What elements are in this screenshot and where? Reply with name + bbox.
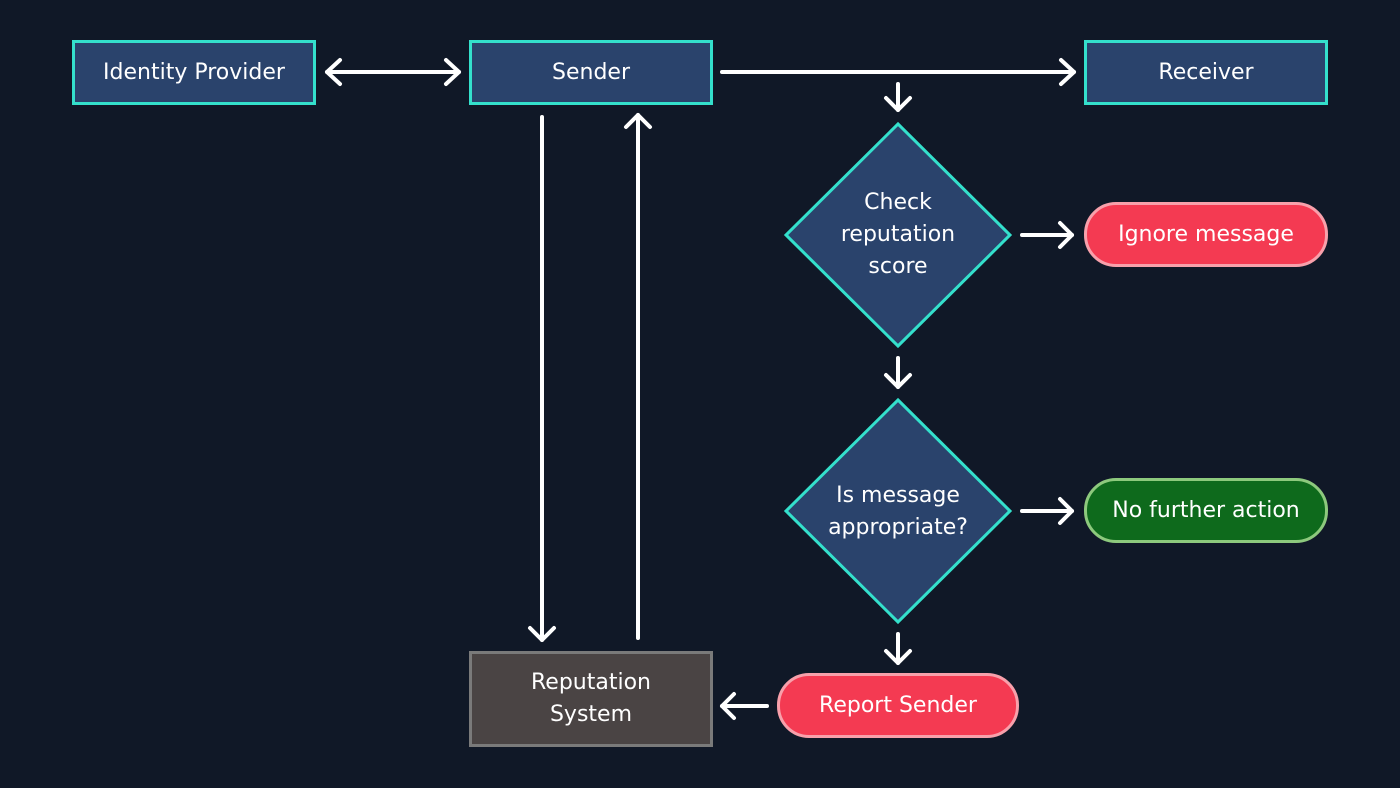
arrow-check-to-ignore xyxy=(1020,221,1074,249)
arrow-reputation-to-sender xyxy=(624,113,652,640)
reputation-system-label: Reputation System xyxy=(531,670,651,727)
is-appropriate-label: Is message appropriate? xyxy=(828,483,968,540)
reputation-system-node[interactable]: Reputation System xyxy=(469,651,713,747)
is-appropriate-diamond xyxy=(783,397,1013,625)
no-further-action-node[interactable]: No further action xyxy=(1084,478,1328,543)
receiver-label: Receiver xyxy=(1158,59,1254,85)
receiver-node[interactable]: Receiver xyxy=(1084,40,1328,105)
arrow-identity-sender xyxy=(325,58,461,86)
sender-node[interactable]: Sender xyxy=(469,40,713,105)
arrow-to-check-reputation xyxy=(884,82,912,112)
arrow-appropriate-to-report xyxy=(884,632,912,665)
arrow-appropriate-to-no-action xyxy=(1020,497,1074,525)
arrow-check-to-appropriate xyxy=(884,356,912,389)
check-reputation-label: Check reputation score xyxy=(840,190,956,279)
identity-provider-node[interactable]: Identity Provider xyxy=(72,40,316,105)
ignore-message-label: Ignore message xyxy=(1118,221,1294,247)
report-sender-node[interactable]: Report Sender xyxy=(777,673,1019,738)
check-reputation-diamond xyxy=(783,121,1013,349)
arrow-report-to-reputation xyxy=(720,692,769,720)
arrow-sender-to-reputation xyxy=(528,115,556,642)
identity-provider-label: Identity Provider xyxy=(103,59,285,85)
sender-label: Sender xyxy=(552,59,630,85)
ignore-message-node[interactable]: Ignore message xyxy=(1084,202,1328,267)
no-further-action-label: No further action xyxy=(1112,497,1300,523)
report-sender-label: Report Sender xyxy=(819,692,977,718)
arrow-sender-receiver xyxy=(720,58,1076,86)
